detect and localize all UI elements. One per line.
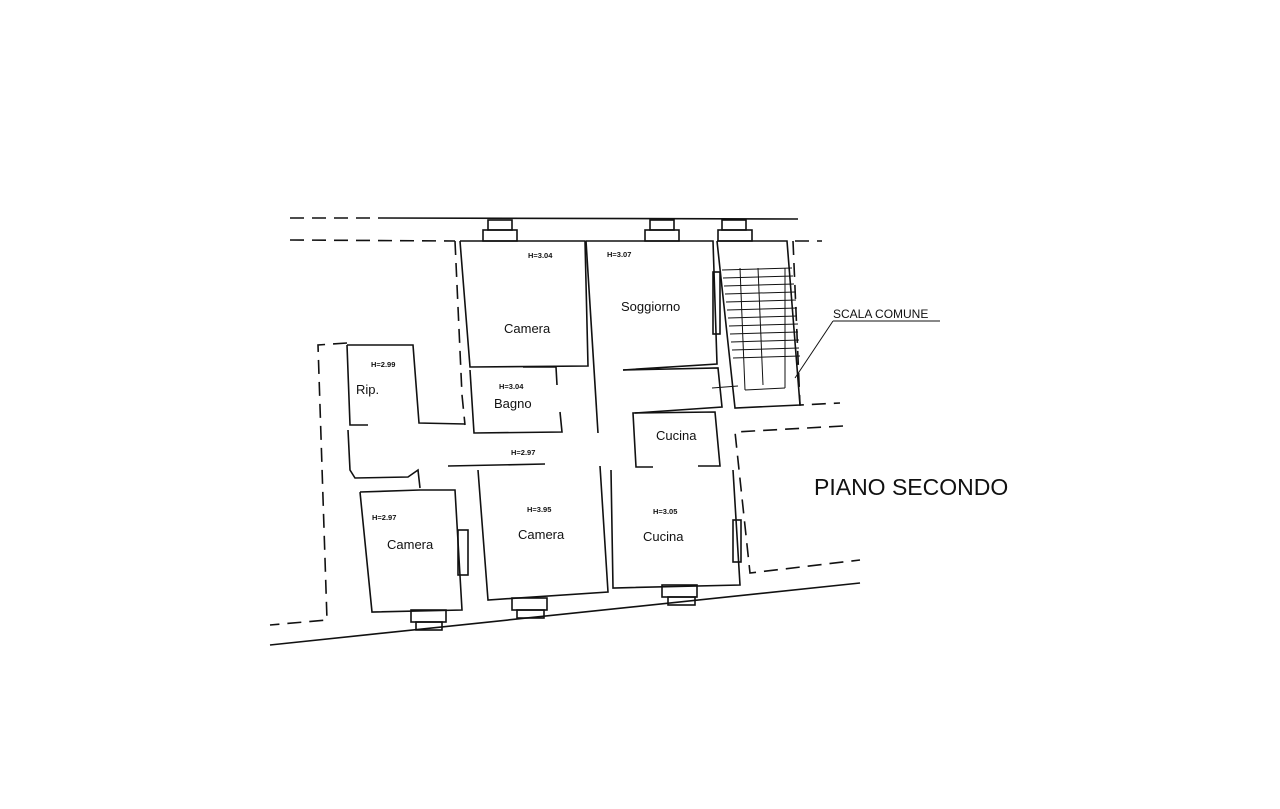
room-camera-left: Camera H=2.97 <box>372 513 434 552</box>
room-height: H=3.05 <box>653 507 677 516</box>
room-ripostiglio: Rip. H=2.99 <box>356 360 395 397</box>
floor-title: PIANO SECONDO <box>814 474 1008 500</box>
room-name: Cucina <box>643 529 684 544</box>
room-cucina: Cucina H=3.05 <box>643 507 684 544</box>
room-height: H=3.04 <box>499 382 524 391</box>
leader-line <box>794 320 940 379</box>
room-height: H=3.07 <box>607 250 631 259</box>
room-name: Soggiorno <box>621 299 680 314</box>
room-height: H=2.97 <box>372 513 396 522</box>
walls <box>346 219 801 631</box>
room-bagno: Bagno H=3.04 <box>494 382 532 411</box>
stair-label: SCALA COMUNE <box>833 307 928 321</box>
room-name: Camera <box>504 321 551 336</box>
room-height: H=3.95 <box>527 505 551 514</box>
room-height: H=3.04 <box>528 251 553 260</box>
corridor-height: H=2.97 <box>511 448 535 457</box>
room-name: Bagno <box>494 396 532 411</box>
room-cucina-small: Cucina <box>656 428 697 443</box>
boundary-lines <box>269 217 861 646</box>
room-camera-mid: Camera H=3.95 <box>518 505 565 542</box>
room-height: H=2.99 <box>371 360 395 369</box>
room-soggiorno: Soggiorno H=3.07 <box>607 250 680 314</box>
room-camera-top: Camera H=3.04 <box>504 251 553 336</box>
room-name: Rip. <box>356 382 379 397</box>
room-name: Camera <box>387 537 434 552</box>
room-name: Camera <box>518 527 565 542</box>
room-name: Cucina <box>656 428 697 443</box>
